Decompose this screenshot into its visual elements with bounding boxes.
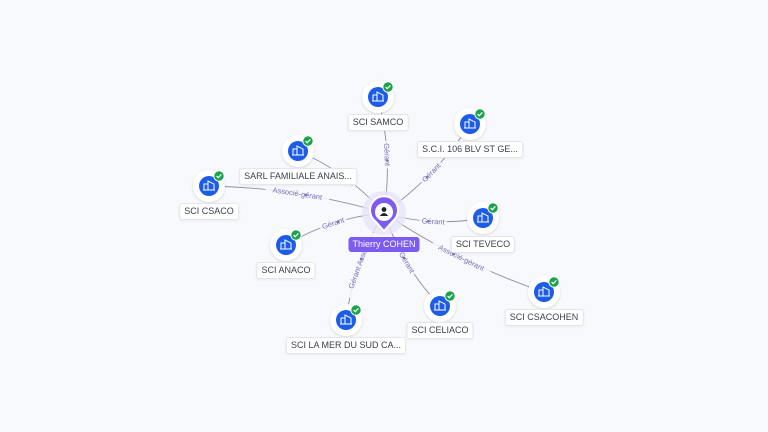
company-label-anaco[interactable]: SCI ANACO (256, 262, 316, 279)
company-node-sarl[interactable] (282, 135, 314, 167)
edge-label: Gérant (422, 216, 446, 226)
building-icon (534, 282, 554, 302)
edge-arrow-icon (452, 252, 455, 256)
edge-label-bg (418, 159, 444, 186)
verified-check-icon (213, 170, 225, 182)
check-mark (216, 173, 222, 179)
check-mark (293, 232, 299, 238)
building-icon (430, 296, 450, 316)
edge-label: Gérant (382, 143, 392, 167)
edge-arrow-icon (304, 193, 308, 197)
building-glyph (434, 300, 446, 311)
building-icon (336, 310, 356, 330)
edge-arrow-icon (425, 175, 429, 179)
check-mark (551, 279, 557, 285)
edge-arrow-icon (385, 159, 389, 162)
verified-check-icon (350, 304, 362, 316)
edge-arrow-icon (426, 219, 430, 223)
edge-arrow-icon (402, 256, 406, 260)
company-node-csaco[interactable] (193, 170, 225, 202)
company-node-anaco[interactable] (270, 229, 302, 261)
edge-label-bg (382, 140, 393, 169)
company-label-celiaco[interactable]: SCI CELIACO (406, 322, 474, 339)
company-label-s106[interactable]: S.C.I. 106 BLV ST GE... (417, 141, 523, 158)
company-node-samco[interactable] (362, 81, 394, 113)
building-glyph (372, 91, 384, 102)
building-icon (276, 235, 296, 255)
building-glyph (280, 239, 292, 250)
building-icon (460, 114, 480, 134)
verified-check-icon (548, 276, 560, 288)
check-mark (385, 84, 391, 90)
company-node-lamer[interactable] (330, 304, 362, 336)
building-icon (368, 87, 388, 107)
building-glyph (340, 314, 352, 325)
building-glyph (538, 286, 550, 297)
company-node-csacohen[interactable] (528, 276, 560, 308)
edge-label: Associé-gérant (272, 185, 324, 202)
check-mark (447, 293, 453, 299)
company-label-csaco[interactable]: SCI CSACO (179, 203, 239, 220)
company-label-teveco[interactable]: SCI TEVECO (450, 236, 516, 253)
verified-check-icon (382, 81, 394, 93)
company-label-sarl[interactable]: SARL FAMILIALE ANAIS... (239, 168, 357, 185)
building-glyph (292, 145, 304, 156)
company-node-celiaco[interactable] (424, 290, 456, 322)
edge-label: Gérant (321, 215, 346, 231)
check-mark (490, 205, 496, 211)
check-mark (305, 138, 311, 144)
company-node-teveco[interactable] (467, 202, 499, 234)
verified-check-icon (474, 108, 486, 120)
verified-check-icon (444, 290, 456, 302)
verified-check-icon (290, 229, 302, 241)
person-label[interactable]: Thierry COHEN (348, 237, 420, 252)
edge-label-bg (419, 215, 448, 227)
company-label-csacohen[interactable]: SCI CSACOHEN (504, 309, 584, 326)
nodes-layer (193, 81, 560, 336)
building-glyph (477, 212, 489, 223)
company-node-s106[interactable] (454, 108, 486, 140)
verified-check-icon (302, 135, 314, 147)
check-mark (353, 307, 359, 313)
building-icon (288, 141, 308, 161)
person-icon (379, 207, 389, 216)
edge-label-bg (396, 248, 419, 277)
building-icon (473, 208, 493, 228)
verified-check-icon (487, 202, 499, 214)
company-label-lamer[interactable]: SCI LA MER DU SUD CA... (285, 337, 407, 354)
edge-label-bg (430, 239, 493, 276)
edge-label-bg (318, 214, 348, 232)
edge-label-bg (264, 183, 331, 203)
check-mark (477, 111, 483, 117)
person-icon-bg (375, 203, 393, 221)
company-label-samco[interactable]: SCI SAMCO (347, 114, 409, 131)
person-node[interactable] (362, 191, 406, 235)
edge-arrow-icon (359, 257, 363, 261)
building-icon (199, 176, 219, 196)
building-glyph (464, 118, 476, 129)
edge-arrow-icon (336, 220, 340, 223)
building-glyph (203, 180, 215, 191)
